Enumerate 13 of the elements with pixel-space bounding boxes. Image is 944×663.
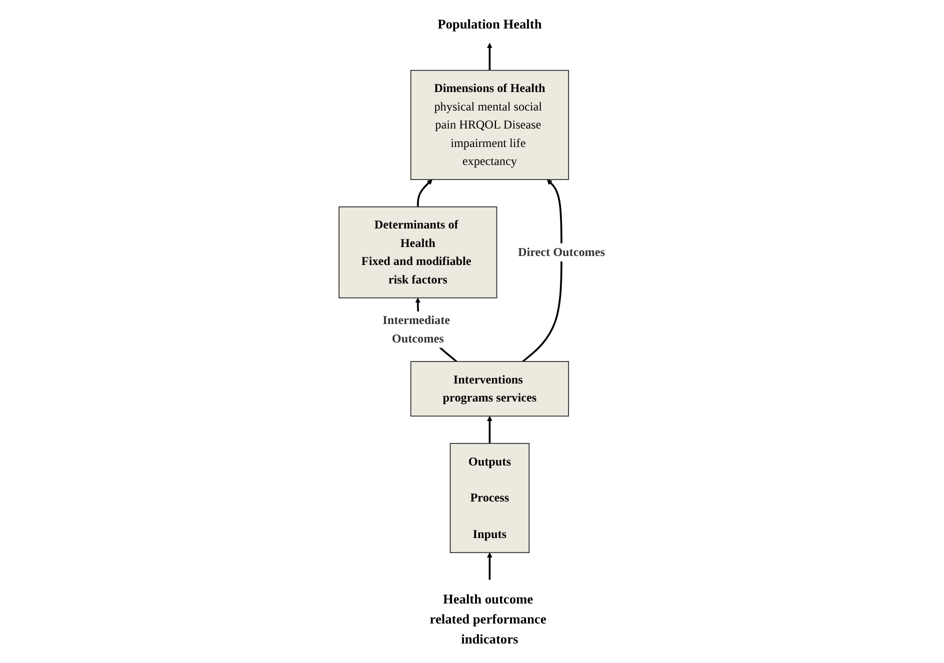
node-box — [450, 442, 530, 554]
arrow — [487, 552, 492, 580]
edge-label: Intermediate Outcomes — [382, 314, 450, 346]
edge-label: Direct Outcomes — [518, 246, 605, 260]
arrow — [487, 416, 492, 444]
node-text: Population Health — [438, 16, 542, 32]
node-text: Health outcome related performance indicators — [430, 591, 546, 647]
node-box — [410, 361, 569, 417]
arrow — [487, 42, 492, 70]
arrow — [522, 179, 562, 362]
arrow — [416, 179, 432, 207]
node-box — [410, 70, 569, 180]
node-box — [338, 206, 498, 298]
